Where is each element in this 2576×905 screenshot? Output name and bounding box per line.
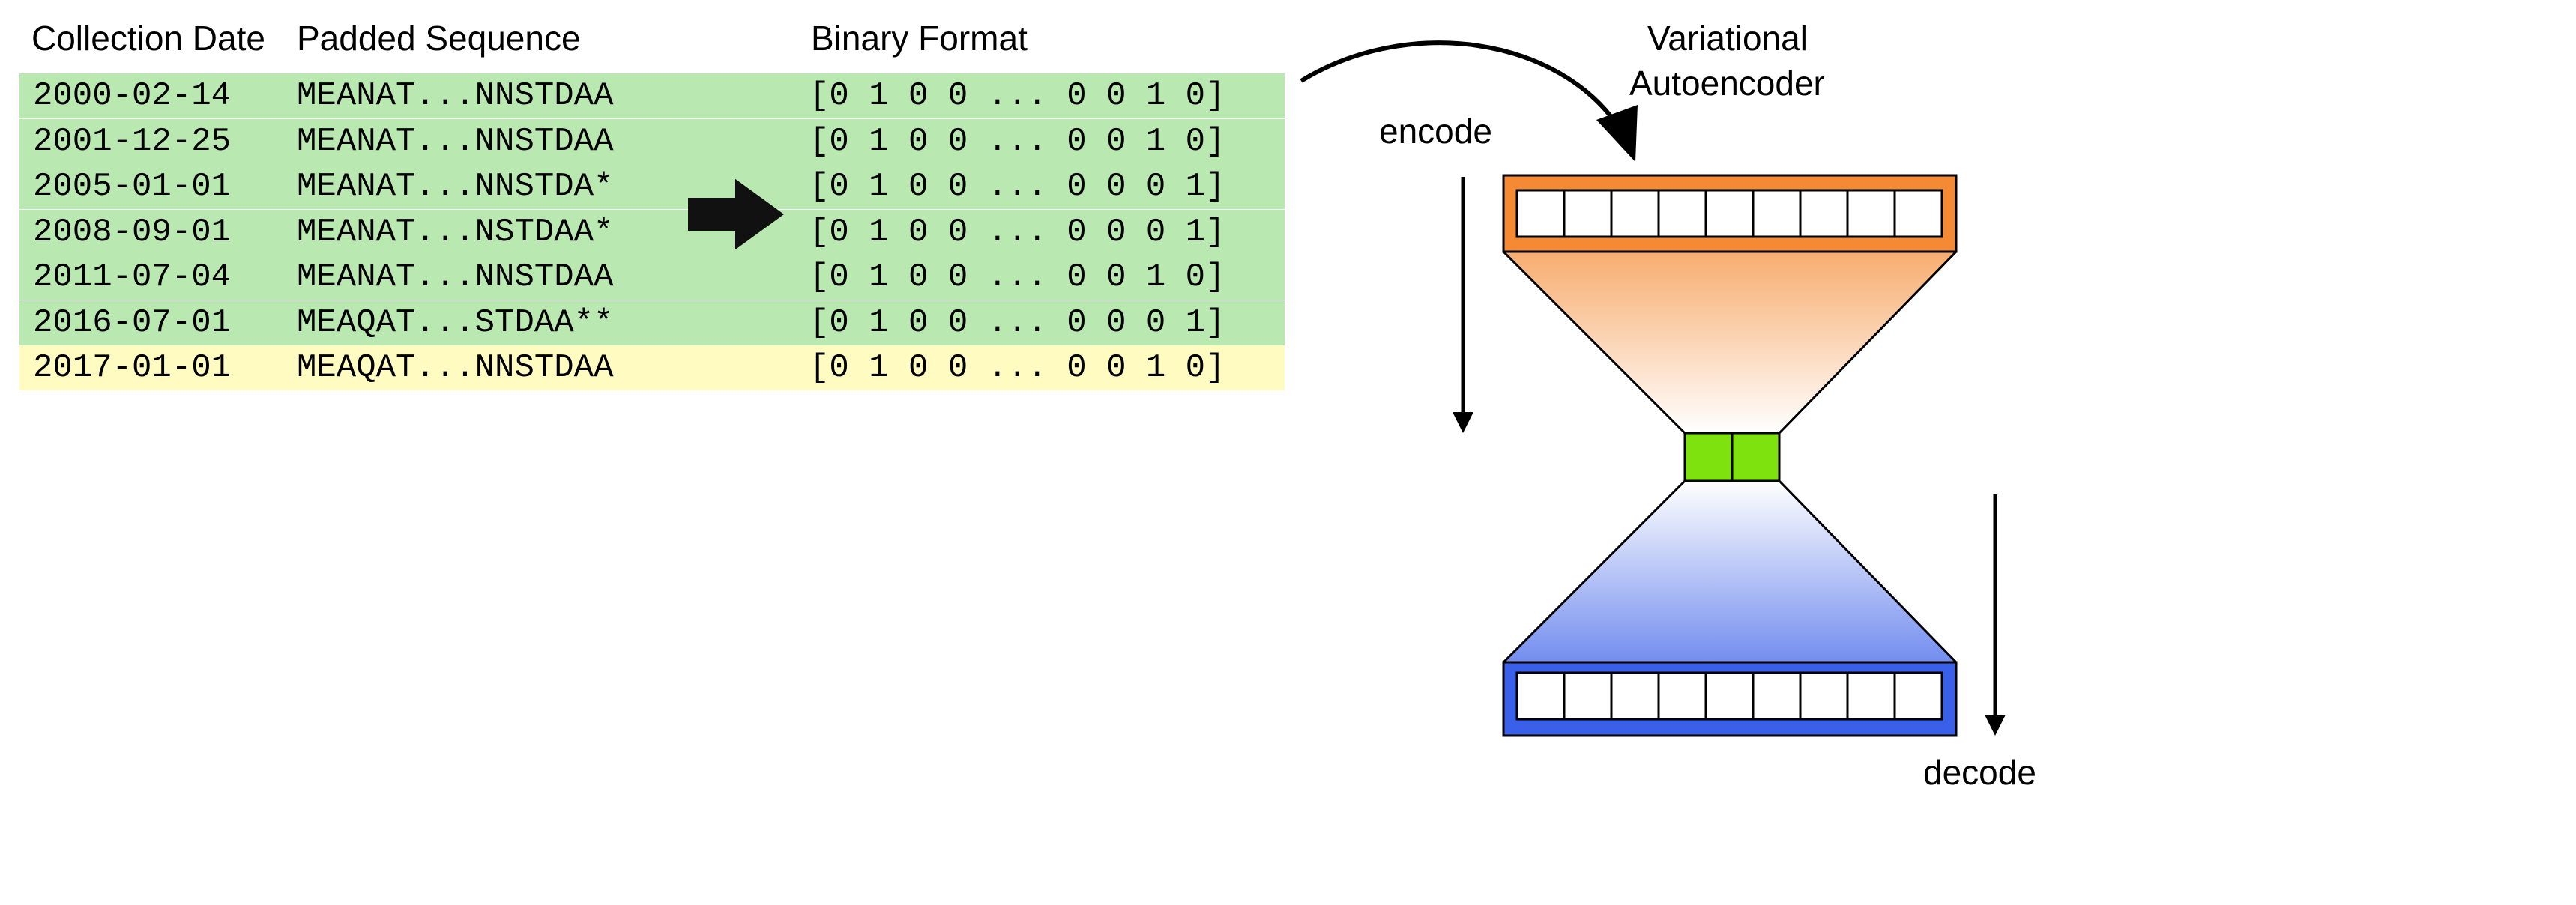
encode-label: encode <box>1379 112 1492 151</box>
row-date: 2001-12-25 <box>33 122 232 160</box>
row-binary: [0 1 0 0 ... 0 0 0 1] <box>809 168 1225 205</box>
vae-title-line2: Autoencoder <box>1629 64 1825 103</box>
latent-unit <box>1731 432 1781 482</box>
row-date: 2011-07-04 <box>33 258 232 296</box>
output-units <box>1515 671 1943 721</box>
row-sequence: MEANAT...NNSTDAA <box>297 122 614 160</box>
row-sequence: MEANAT...NNSTDAA <box>297 77 614 115</box>
latent-units <box>1683 432 1781 482</box>
row-sequence: MEANAT...NSTDAA* <box>297 213 614 251</box>
input-unit <box>1752 189 1802 238</box>
output-unit <box>1846 671 1896 721</box>
output-unit <box>1752 671 1802 721</box>
table-row <box>19 300 1285 345</box>
table-row <box>19 345 1285 390</box>
curved-arrow-icon <box>1300 40 1621 129</box>
table-row <box>19 73 1285 118</box>
input-units <box>1515 189 1943 238</box>
input-unit <box>1893 189 1943 238</box>
row-binary: [0 1 0 0 ... 0 0 0 1] <box>809 213 1225 251</box>
table-row <box>19 118 1285 164</box>
vae-title-line1: Variational <box>1647 19 1808 58</box>
input-unit <box>1799 189 1849 238</box>
table-row <box>19 255 1285 300</box>
input-unit <box>1846 189 1896 238</box>
row-binary: [0 1 0 0 ... 0 0 1 0] <box>809 349 1225 387</box>
curved-arrow-head-icon <box>1596 105 1638 162</box>
input-unit <box>1610 189 1660 238</box>
row-binary: [0 1 0 0 ... 0 0 1 0] <box>809 258 1225 296</box>
row-sequence: MEANAT...NNSTDAA <box>297 258 614 296</box>
encode-arrow-head-icon <box>1453 412 1473 433</box>
row-sequence: MEAQAT...STDAA** <box>297 303 614 342</box>
input-unit <box>1563 189 1613 238</box>
row-date: 2000-02-14 <box>33 77 232 115</box>
row-sequence: MEANAT...NNSTDA* <box>297 168 614 205</box>
latent-unit <box>1683 432 1734 482</box>
output-unit <box>1563 671 1613 721</box>
row-sequence: MEAQAT...NNSTDAA <box>297 349 614 387</box>
row-binary: [0 1 0 0 ... 0 0 1 0] <box>809 77 1225 115</box>
output-unit <box>1657 671 1707 721</box>
row-date: 2005-01-01 <box>33 168 232 205</box>
output-unit <box>1610 671 1660 721</box>
row-date: 2008-09-01 <box>33 213 232 251</box>
output-unit <box>1893 671 1943 721</box>
table-row <box>19 164 1285 209</box>
row-binary: [0 1 0 0 ... 0 0 0 1] <box>809 303 1225 342</box>
header-collection-date: Collection Date <box>31 19 265 58</box>
output-unit <box>1799 671 1849 721</box>
output-unit <box>1515 671 1566 721</box>
decode-label: decode <box>1923 753 2036 792</box>
row-binary: [0 1 0 0 ... 0 0 1 0] <box>809 122 1225 160</box>
decode-arrow-head-icon <box>1985 715 2006 736</box>
row-date: 2016-07-01 <box>33 303 232 342</box>
output-unit <box>1704 671 1755 721</box>
input-unit <box>1657 189 1707 238</box>
conversion-arrow-icon <box>688 178 784 250</box>
header-padded-sequence: Padded Sequence <box>297 19 581 58</box>
header-binary-format: Binary Format <box>811 19 1028 58</box>
row-date: 2017-01-01 <box>33 349 232 387</box>
input-unit <box>1515 189 1566 238</box>
input-unit <box>1704 189 1755 238</box>
table-row <box>19 209 1285 255</box>
